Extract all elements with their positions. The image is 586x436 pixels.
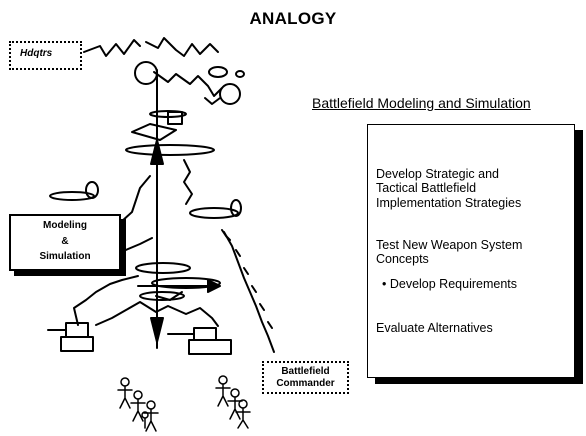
rotor-disc-left	[49, 191, 95, 201]
signal-line-hq-2	[145, 37, 219, 57]
signal-line-comm	[223, 231, 275, 353]
item1: Develop Strategic and Tactical Battlefie…	[376, 167, 521, 210]
rotor-disc-mid	[135, 262, 191, 274]
objectives-panel: Develop Strategic and Tactical Battlefie…	[367, 124, 575, 378]
satellite-circle-1	[219, 83, 241, 105]
commander-line1: Battlefield	[281, 366, 330, 377]
hdqtrs-box: Hdqtrs	[9, 41, 82, 70]
item2: Test New Weapon System Concepts	[376, 238, 522, 267]
modeling-line3: Simulation	[39, 251, 91, 262]
item2-bullet: • Develop Requirements	[382, 277, 517, 291]
signal-line-right	[183, 159, 193, 205]
satellite-disc	[208, 66, 228, 78]
battlefield-commander-box: Battlefield Commander	[262, 361, 349, 394]
ground-unit-right	[193, 327, 217, 341]
signal-line-hq-1	[83, 39, 141, 57]
item2-line2: Concepts	[376, 252, 429, 267]
item1-line2: Tactical Battlefield	[376, 181, 477, 196]
rotor-disc-right	[189, 207, 239, 219]
arrow-down	[150, 317, 164, 343]
item1-line3: Implementation Strategies	[376, 195, 522, 210]
item3: Evaluate Alternatives	[376, 321, 493, 335]
page-title: ANALOGY	[249, 9, 337, 28]
mast-top-circle	[134, 61, 158, 85]
soldier-group-right	[215, 375, 251, 429]
modeling-line1: Modeling	[43, 220, 87, 231]
rotor-disc-lower	[151, 277, 221, 289]
right-heading: Battlefield Modeling and Simulation	[312, 95, 531, 111]
soldier-group-left	[117, 377, 159, 432]
satellite-small	[235, 70, 245, 78]
arrow-up	[150, 139, 164, 165]
item1-line1: Develop Strategic and	[376, 167, 499, 181]
rotor-disc-large	[125, 144, 215, 156]
modeling-line2: &	[61, 235, 69, 247]
modeling-simulation-box: Modeling & Simulation	[9, 214, 121, 271]
arrow-right	[207, 279, 221, 293]
item2-line1: Test New Weapon System	[376, 238, 523, 252]
commander-line2: Commander	[276, 378, 335, 389]
signal-line-hq-3	[153, 71, 223, 97]
